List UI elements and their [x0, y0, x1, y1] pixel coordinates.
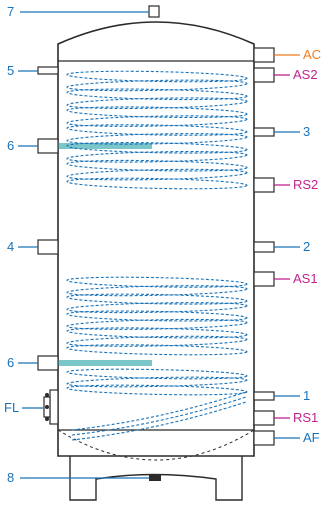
fitting-as2 — [253, 67, 275, 83]
label-ac: AC — [303, 47, 322, 62]
coil-loop — [66, 376, 248, 388]
coil-loop — [66, 310, 248, 322]
label-6-lower: 6 — [7, 355, 15, 370]
label-7: 7 — [7, 4, 15, 19]
stratification-plate-upper — [58, 143, 152, 149]
fitting-1 — [253, 391, 275, 401]
coil-loop — [66, 79, 248, 92]
label-fl: FL — [4, 400, 20, 415]
fitting-6-upper — [37, 138, 59, 154]
coil-loop — [66, 335, 248, 347]
coil-loop — [66, 368, 248, 380]
fitting-rs1 — [253, 410, 275, 426]
coil-loop — [66, 97, 248, 109]
coil-loop — [66, 293, 248, 305]
coil-loop — [66, 88, 248, 101]
coil-loop — [66, 302, 248, 314]
coil-loop — [66, 151, 248, 163]
tank-body — [57, 21, 255, 457]
fitting-5 — [37, 66, 59, 75]
fitting-2 — [253, 241, 275, 253]
bottom-coil-turn — [71, 391, 247, 431]
label-6-upper: 6 — [7, 138, 15, 153]
fitting-af — [253, 430, 275, 446]
lower-heat-exchanger-coil — [66, 276, 248, 396]
label-1: 1 — [303, 388, 311, 403]
fitting-4 — [37, 239, 59, 255]
coil-loop — [66, 70, 248, 83]
coil-loop — [66, 133, 248, 145]
label-4: 4 — [7, 239, 15, 254]
fitting-7-top — [148, 5, 160, 18]
coil-loop — [66, 344, 248, 356]
stratification-plate-lower — [58, 360, 152, 366]
upper-heat-exchanger-coil — [66, 70, 248, 190]
flange-fl — [43, 389, 59, 425]
coil-loop — [66, 327, 248, 339]
coil-loop — [66, 168, 248, 181]
coil-loop — [66, 115, 248, 127]
tank-bottom-dish — [57, 429, 255, 461]
fitting-as1 — [253, 271, 275, 287]
label-rs2: RS2 — [293, 177, 319, 192]
label-rs1: RS1 — [293, 410, 319, 425]
label-af: AF — [303, 430, 320, 445]
coil-loop — [66, 142, 248, 154]
bottom-coil-turn — [71, 401, 247, 441]
label-3: 3 — [303, 124, 311, 139]
label-8: 8 — [7, 470, 15, 485]
fitting-3 — [253, 127, 275, 137]
bottom-heat-exchanger-coil — [71, 391, 247, 441]
label-5: 5 — [7, 63, 15, 78]
fitting-ac — [253, 47, 275, 63]
bottom-coil-turn — [71, 396, 247, 436]
label-as1: AS1 — [293, 271, 318, 286]
coil-loop — [66, 124, 248, 136]
label-2: 2 — [303, 239, 311, 254]
fitting-rs2 — [253, 177, 275, 193]
coil-loop — [66, 276, 248, 288]
drain-8 — [149, 474, 161, 481]
label-as2: AS2 — [293, 67, 318, 82]
coil-loop — [66, 285, 248, 297]
coil-loop — [66, 384, 248, 396]
coil-loop — [66, 106, 248, 118]
coil-loop — [66, 318, 248, 330]
fitting-6-lower — [37, 355, 59, 371]
coil-loop — [66, 177, 248, 190]
coil-loop — [66, 159, 248, 172]
